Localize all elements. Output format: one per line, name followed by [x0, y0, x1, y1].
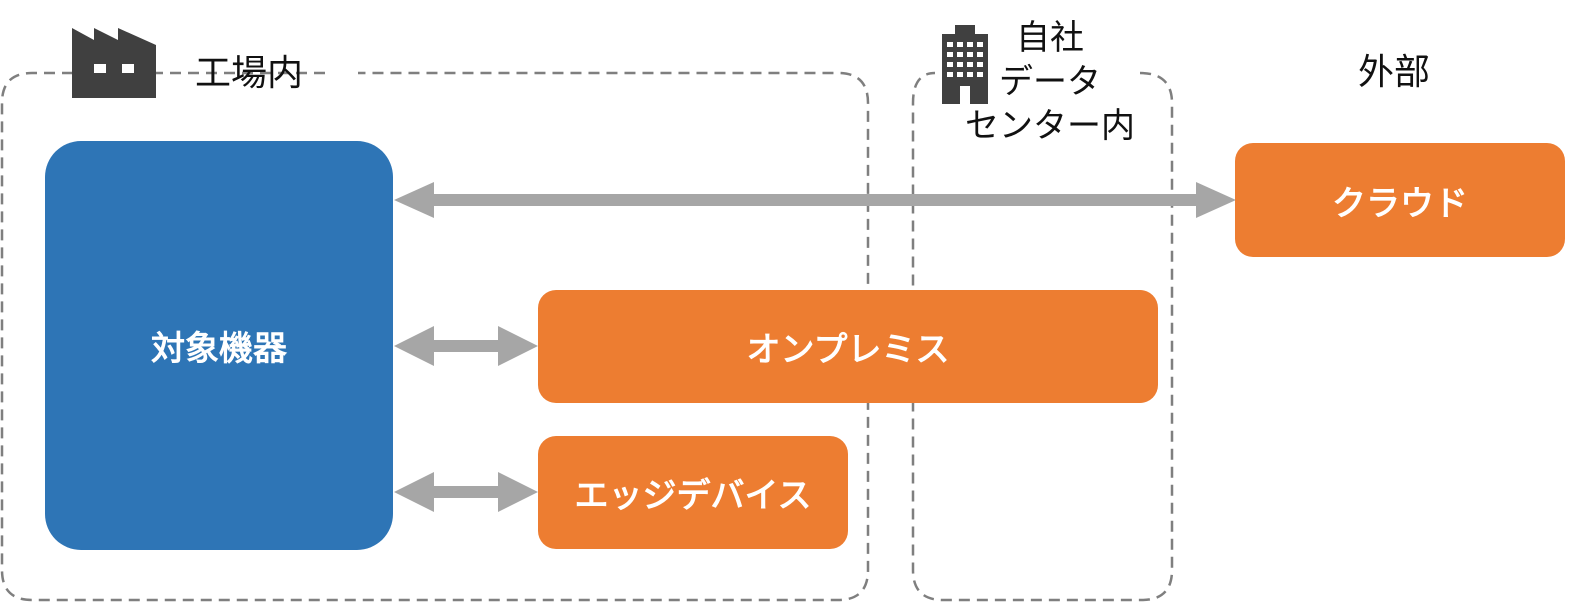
- datacenter-label-line-1: 自社: [1016, 18, 1084, 58]
- factory-icon: [72, 28, 156, 98]
- datacenter-zone-label: 自社 データ センター内: [965, 16, 1135, 148]
- arrow-target-onprem: [394, 326, 538, 366]
- datacenter-label-line-2: データ: [999, 62, 1101, 102]
- datacenter-label-line-3: センター内: [965, 106, 1135, 146]
- cloud-box: クラウド: [1235, 143, 1565, 257]
- edge-device-box: エッジデバイス: [538, 436, 848, 549]
- target-device-box: 対象機器: [45, 141, 393, 550]
- factory-zone-label: 工場内: [195, 53, 304, 94]
- onpremise-label: オンプレミス: [746, 330, 950, 370]
- factory-zone-border: [0, 71, 870, 602]
- datacenter-zone-border: [911, 71, 1174, 602]
- arrow-target-edge: [394, 472, 538, 512]
- building-icon: [942, 25, 988, 104]
- arrow-target-cloud: [394, 182, 1236, 218]
- edge-device-label: エッジデバイス: [574, 476, 812, 516]
- external-zone-label: 外部: [1358, 52, 1431, 93]
- onpremise-box: オンプレミス: [538, 290, 1158, 403]
- target-device-label: 対象機器: [151, 329, 287, 369]
- cloud-label: クラウド: [1332, 183, 1468, 224]
